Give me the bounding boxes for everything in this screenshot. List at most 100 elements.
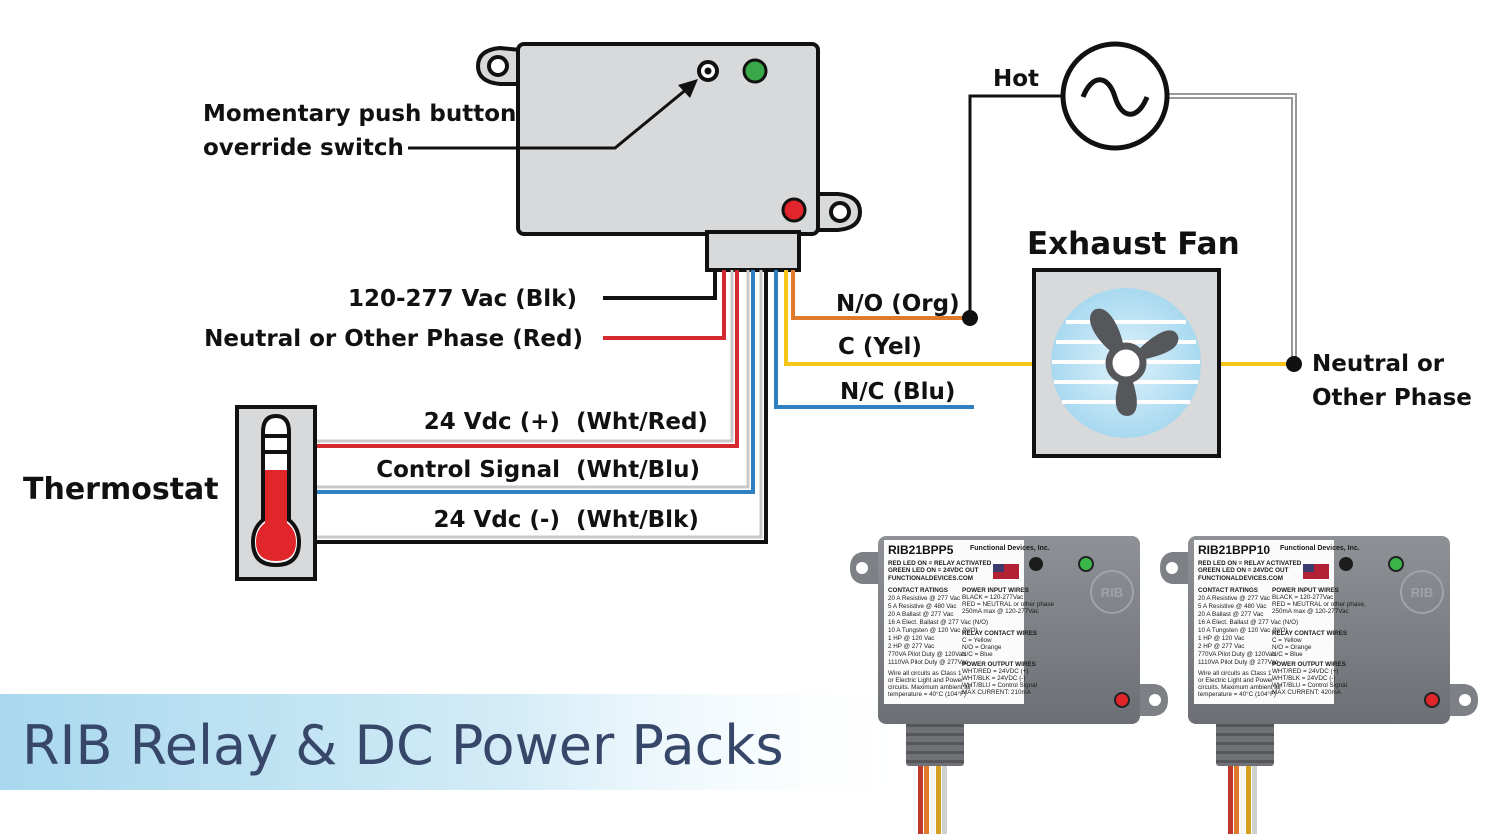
- fan-hub: [1105, 342, 1147, 384]
- wire-black-vac: [603, 270, 717, 300]
- relay-wire-base: [705, 230, 801, 272]
- us-flag-canton: [1303, 564, 1314, 572]
- sine-wave-icon: [1080, 77, 1150, 117]
- product-relay-line: N/O = Orange: [1272, 644, 1312, 651]
- wire-label-neutral-red: Neutral or Other Phase (Red): [204, 326, 583, 352]
- product-contact-heading: CONTACT RATINGS: [1198, 587, 1258, 594]
- product-lead-wire: [1240, 764, 1245, 834]
- rib-logo-icon: [1400, 570, 1444, 614]
- product-relay-line: N/C = Blue: [962, 651, 993, 658]
- product-power-out-line: WHT/RED = 24VDC (+): [1272, 668, 1338, 675]
- exhaust-fan-title: Exhaust Fan: [1027, 226, 1240, 262]
- product-contact-line: 20 A Resistive @ 277 Vac: [1198, 595, 1270, 602]
- product-lead-wire: [918, 764, 923, 834]
- product-contact-heading: CONTACT RATINGS: [888, 587, 948, 594]
- product-thread: [1216, 760, 1274, 763]
- rib-logo-text: RIB: [1411, 585, 1433, 600]
- product-power-in-line: 250mA max @ 120-277Vac: [1272, 608, 1349, 615]
- product-model: RIB21BPP10: [1198, 543, 1270, 557]
- product-note-line: circuits. Maximum ambient air: [1198, 684, 1281, 691]
- product-brand: Functional Devices, Inc.: [970, 545, 1050, 552]
- relay-device: [475, 42, 863, 272]
- product-lead-wire: [924, 764, 929, 834]
- product-override-button: [1029, 557, 1043, 571]
- product-note-line: or Electric Light and Power: [888, 677, 963, 684]
- product-power-out-line: MAX CURRENT: 210mA: [962, 689, 1032, 696]
- product-thread: [1216, 751, 1274, 754]
- title-banner: [0, 694, 930, 790]
- hot-label: Hot: [993, 66, 1039, 92]
- product-power-out-line: WHT/BLU = Control Signal: [962, 682, 1037, 689]
- product-led-green-text: GREEN LED ON = 24VDC OUT: [1198, 567, 1289, 574]
- product-led-green-text: GREEN LED ON = 24VDC OUT: [888, 567, 979, 574]
- product-lead-wire: [1234, 764, 1239, 834]
- product-website: FUNCTIONALDEVICES.COM: [888, 575, 973, 582]
- wire-label-dc-plus-color: (Wht/Red): [576, 409, 708, 435]
- neutral-label-line2: Other Phase: [1312, 385, 1472, 411]
- override-label-line1: Momentary push button: [203, 101, 516, 127]
- product-power-out-line: WHT/BLK = 24VDC (-): [1272, 675, 1336, 682]
- wire-label-no: N/O (Org): [836, 291, 960, 317]
- wire-yellow-c: [784, 270, 1034, 366]
- rib-logo-icon: [1090, 570, 1134, 614]
- product-right-ear-hole: [1149, 694, 1161, 706]
- wire-wht-red: [316, 270, 739, 448]
- wire-label-dc-minus: 24 Vdc (-): [434, 507, 561, 533]
- wire-label-control: Control Signal: [376, 457, 560, 483]
- product-power-in-heading: POWER INPUT WIRES: [962, 587, 1029, 594]
- wire-wht-blu-white: [316, 270, 750, 489]
- product-power-out-line: WHT/RED = 24VDC (+): [962, 668, 1028, 675]
- green-led: [742, 58, 768, 84]
- product-contact-line: 1 HP @ 120 Vac: [1198, 635, 1244, 642]
- product-contact-line: 20 A Resistive @ 277 Vac: [888, 595, 960, 602]
- override-pointer-line: [408, 86, 689, 150]
- product-green-led: [1078, 556, 1094, 572]
- wires: [316, 93, 1297, 544]
- relay-left-ear-hole: [487, 55, 509, 77]
- product-note-line: temperature = 40°C (104°F): [1198, 690, 1276, 698]
- wire-label-dc-plus: 24 Vdc (+): [424, 409, 560, 435]
- wire-wht-blk: [316, 270, 768, 544]
- thermostat-label: Thermostat: [23, 472, 219, 507]
- product-contact-line: 2 HP @ 277 Vac: [888, 643, 934, 650]
- product-contact-line: 10 A Tungsten @ 120 Vac (N/O): [1198, 627, 1288, 634]
- wire-label-control-color: (Wht/Blu): [576, 457, 700, 483]
- wire-label-c: C (Yel): [838, 334, 922, 360]
- product-website: FUNCTIONALDEVICES.COM: [1198, 575, 1283, 582]
- product-power-out-heading: POWER OUTPUT WIRES: [1272, 661, 1346, 668]
- us-flag-canton: [993, 564, 1004, 572]
- product-thread: [1216, 733, 1274, 736]
- product-contact-line: 10 A Tungsten @ 120 Vac (N/O): [888, 627, 978, 634]
- product-relay-line: N/O = Orange: [962, 644, 1002, 651]
- wire-label-nc: N/C (Blu): [840, 379, 955, 405]
- product-thread: [906, 751, 964, 754]
- product-lead-wire: [942, 764, 947, 834]
- product-contact-line: 5 A Resistive @ 480 Vac: [1198, 603, 1267, 610]
- relay-body: [516, 42, 820, 236]
- wire-red-neutral: [603, 270, 726, 340]
- product-power-out-line: MAX CURRENT: 420mA: [1272, 689, 1342, 696]
- product-thread: [1216, 742, 1274, 745]
- product-thread: [906, 733, 964, 736]
- product-red-led: [1114, 692, 1130, 708]
- product-contact-line: 2 HP @ 277 Vac: [1198, 643, 1244, 650]
- product-power-in-line: BLACK = 120-277Vac: [962, 594, 1023, 601]
- product-contact-line: 1110VA Pilot Duty @ 277Vac: [1198, 659, 1278, 666]
- product-contact-line: 770VA Pilot Duty @ 120Vac: [1198, 651, 1276, 658]
- product-power-out-line: WHT/BLU = Control Signal: [1272, 682, 1347, 689]
- junction-hot: [962, 310, 978, 326]
- exhaust-fan: [1032, 268, 1221, 458]
- product-thread: [1216, 724, 1274, 727]
- banner-title: RIB Relay & DC Power Packs: [22, 714, 784, 777]
- product-note-line: Wire all circuits as Class 1: [888, 670, 962, 677]
- rib-logo-text: RIB: [1101, 585, 1123, 600]
- product-model: RIB21BPP5: [888, 543, 954, 557]
- product-power-in-heading: POWER INPUT WIRES: [1272, 587, 1339, 594]
- ac-source: [1060, 41, 1170, 151]
- product-note-line: Wire all circuits as Class 1: [1198, 670, 1272, 677]
- override-arrowhead: [678, 79, 698, 98]
- relay-right-ear-hole: [829, 201, 851, 223]
